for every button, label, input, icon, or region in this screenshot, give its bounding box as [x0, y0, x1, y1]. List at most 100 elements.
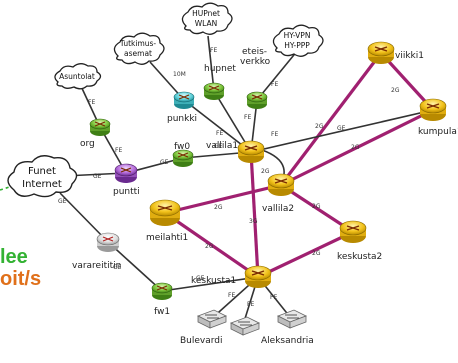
switch-arrows-icon [238, 321, 252, 326]
router-label-keskusta1: keskusta1 [191, 276, 236, 286]
router-label-punkki: punkki [167, 114, 197, 124]
edge-label-2g: 2G [391, 87, 400, 94]
router-arrows-icon [426, 103, 440, 109]
switch-front [242, 322, 260, 336]
router-label-hupnet: hupnet [204, 64, 236, 74]
link-vallila1-keskusta1 [249, 151, 260, 278]
router-arrows-icon [251, 270, 265, 276]
router-label-fw0: fw0 [174, 142, 190, 152]
router-varareititin[interactable] [96, 232, 120, 252]
router-label-viikki1: viikki1 [395, 51, 424, 61]
cloud-funet-internet: Funet Internet [7, 155, 78, 198]
edge-label-fe: FE [247, 301, 254, 308]
edge-label-fe: FE [88, 99, 95, 106]
router-fw0[interactable] [172, 149, 194, 167]
cloud-label-line1: Tutkimus- [119, 39, 157, 48]
link-vallila2-meilahti1 [164, 183, 282, 215]
router-arrows-icon [157, 205, 173, 211]
edge-label-ge: GE [58, 198, 67, 205]
cloud-label-line1: Funet [28, 166, 56, 177]
cloud-shape [181, 2, 233, 35]
cloud-hupnet-wlan: HUPnet WLAN [181, 2, 233, 35]
router-label-eteisverkko-line2: verkko [240, 57, 271, 67]
cloud-label-line2: HY-PPP [284, 41, 310, 50]
edge-label-3g: 3G [249, 218, 258, 225]
router-org[interactable] [89, 118, 111, 136]
router-label-keskusta2: keskusta2 [337, 252, 382, 262]
router-vallila1[interactable] [237, 140, 265, 163]
router-label-vallila2: vallila2 [262, 204, 294, 214]
cloud-shape [272, 24, 324, 57]
edge-label-ge: GE [337, 125, 346, 132]
link-wlan-hupnet [207, 35, 215, 92]
router-vallila2[interactable] [267, 173, 295, 196]
switch-unlabeled[interactable] [230, 316, 260, 336]
cloud-shape [7, 155, 78, 198]
edge-label-2g: 2G [315, 123, 324, 130]
router-eteisverkko[interactable] [246, 91, 268, 109]
router-arrows-icon [120, 167, 132, 173]
link-fw1-keskusta1 [161, 276, 259, 292]
router-punkki[interactable] [173, 91, 195, 109]
router-hupnet[interactable] [203, 82, 225, 100]
cloud-asuntolat: Asuntolat [54, 63, 102, 90]
switch-front [289, 315, 307, 329]
router-arrows-icon [208, 85, 220, 91]
router-label-varareititin: varareititin [72, 261, 121, 271]
edge-label-2g: 2G [312, 250, 321, 257]
cloud-label-line2: asemat [124, 49, 152, 58]
router-label-eteisverkko: eteis- verkko [240, 47, 271, 67]
switch-aleksandria[interactable] [277, 309, 307, 329]
edge-label-2g: 2G [312, 203, 321, 210]
edge-label-2g: 2G [205, 243, 214, 250]
link-viikki1-vallila2 [279, 52, 383, 186]
edge-label-fe: FE [244, 114, 251, 121]
router-keskusta1[interactable] [244, 265, 272, 288]
edge-label-10m: 10M [173, 71, 186, 78]
cloud-label-line1: HUPnet [192, 9, 220, 18]
router-keskusta2[interactable] [339, 220, 367, 243]
router-arrows-icon [102, 236, 114, 242]
edge-label-ge: GE [196, 275, 205, 282]
edge-label-2g: 2G [351, 144, 360, 151]
router-label-meilahti1: meilahti1 [146, 233, 188, 243]
link-funet-varareititin [59, 192, 109, 243]
edge-label-fe: FE [270, 294, 277, 301]
router-label-fw1: fw1 [154, 307, 170, 317]
cloud-label-line2: WLAN [195, 19, 218, 28]
edge-label-ge: GE [214, 143, 223, 150]
router-fw1[interactable] [151, 282, 173, 300]
router-arrows-icon [244, 145, 258, 151]
edge-labels: 2G 2G 2G GE 2G 2G 3G 2G 2G 2G FE GE GE G… [58, 47, 400, 308]
router-label-puntti: puntti [113, 187, 140, 197]
router-kumpula1[interactable] [419, 98, 447, 121]
cloud-shape [54, 63, 102, 90]
router-arrows-icon [251, 94, 263, 100]
switch-arrows-icon [205, 314, 219, 319]
router-arrows-icon [94, 121, 106, 127]
router-viikki1[interactable] [367, 41, 395, 64]
edge-label-2g: 2G [261, 168, 270, 175]
switch-bulevardi[interactable] [197, 309, 227, 329]
cloud-label-line1: HY-VPN [284, 31, 311, 40]
link-vallila1-kumpula1 [250, 109, 434, 153]
edge-label-fe: FE [271, 131, 278, 138]
edge-label-ge: GE [113, 264, 122, 271]
router-label-vallila1: vallila1 [206, 141, 238, 151]
switch-front [209, 315, 227, 329]
cloud-shape [113, 32, 165, 65]
edge-label-fe: FE [115, 147, 122, 154]
edge-label-ge: GE [93, 173, 102, 180]
router-label-kumpula1: kumpula1 [418, 127, 458, 137]
backbone-links [164, 51, 435, 279]
edge-label-fe: FE [216, 130, 223, 137]
cloud-tutkimusasemat: Tutkimus- asemat [113, 32, 165, 65]
router-meilahti1[interactable] [149, 199, 181, 226]
link-keskusta2-keskusta1 [257, 230, 354, 279]
cloud-label-line1: Asuntolat [59, 72, 95, 81]
cloud-label-line2: Internet [22, 179, 62, 190]
link-punkki-vallila1 [183, 99, 252, 153]
router-label-eteisverkko-line1: eteis- [242, 47, 267, 57]
router-puntti[interactable] [114, 163, 138, 183]
